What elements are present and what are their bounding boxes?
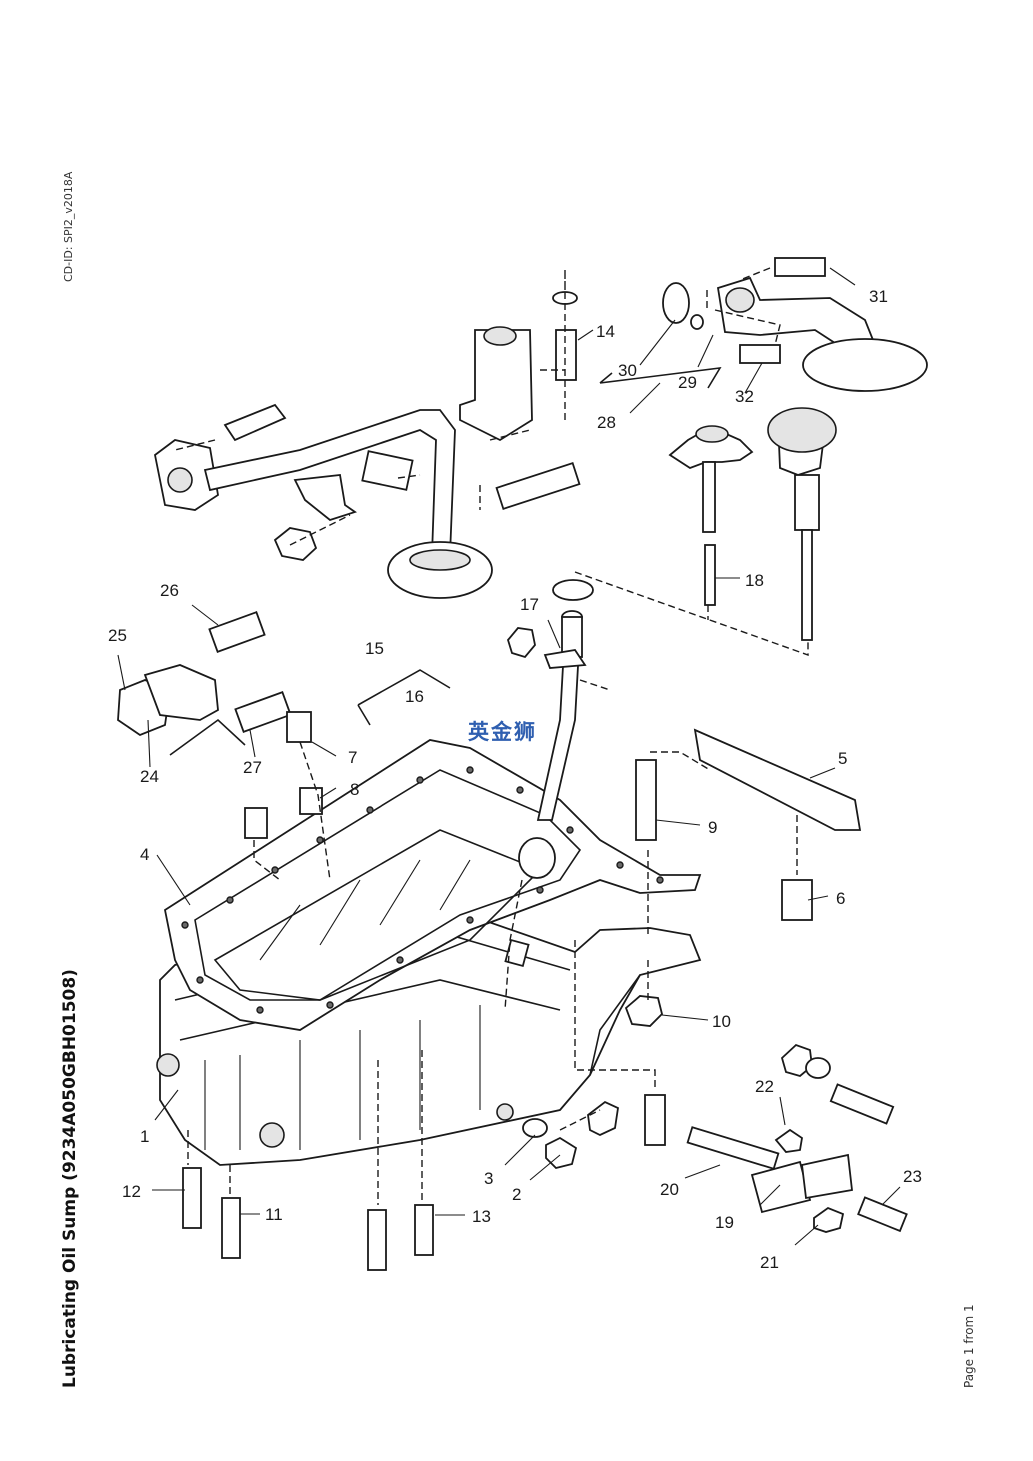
oil-pickup-elbow [662, 257, 928, 392]
callout-26: 26 [160, 581, 179, 600]
callout-23: 23 [903, 1167, 922, 1186]
callout-18: 18 [745, 571, 764, 590]
dipsticks [668, 407, 837, 641]
callout-25: 25 [108, 626, 127, 645]
dipstick-tube [504, 579, 594, 968]
watermark-logo: 英金狮 [468, 720, 537, 744]
callout-7: 7 [348, 748, 357, 767]
bolts-and-fasteners [117, 291, 908, 1271]
callout-3: 3 [484, 1169, 493, 1188]
callout-8: 8 [350, 780, 359, 799]
callout-28: 28 [597, 413, 616, 432]
callout-19: 19 [715, 1213, 734, 1232]
callout-1: 1 [140, 1127, 149, 1146]
callout-17: 17 [520, 595, 539, 614]
inner-pan [213, 829, 542, 1001]
callout-29: 29 [678, 373, 697, 392]
callout-9: 9 [708, 818, 717, 837]
callout-13: 13 [472, 1207, 491, 1226]
callout-6: 6 [836, 889, 845, 908]
callout-21: 21 [760, 1253, 779, 1272]
callout-15: 15 [365, 639, 384, 658]
callout-30: 30 [618, 361, 637, 380]
callout-10: 10 [712, 1012, 731, 1031]
assembly-lines [174, 267, 809, 1205]
callout-5: 5 [838, 749, 847, 768]
callout-27: 27 [243, 758, 262, 777]
callout-14: 14 [596, 322, 615, 341]
callout-2: 2 [512, 1185, 521, 1204]
callout-4: 4 [140, 845, 149, 864]
callout-32: 32 [735, 387, 754, 406]
sump-gasket [163, 739, 702, 1031]
leader-lines [117, 267, 901, 1246]
callout-12: 12 [122, 1182, 141, 1201]
callout-labels: 1 2 3 4 5 6 7 8 9 10 11 12 13 14 15 16 1… [108, 287, 922, 1272]
callout-11: 11 [265, 1205, 283, 1224]
callout-24: 24 [140, 767, 159, 786]
oil-pickup-pipe [154, 326, 533, 599]
callout-31: 31 [869, 287, 888, 306]
callout-20: 20 [660, 1180, 679, 1199]
callout-16: 16 [405, 687, 424, 706]
callout-22: 22 [755, 1077, 774, 1096]
group-brackets [169, 367, 722, 756]
